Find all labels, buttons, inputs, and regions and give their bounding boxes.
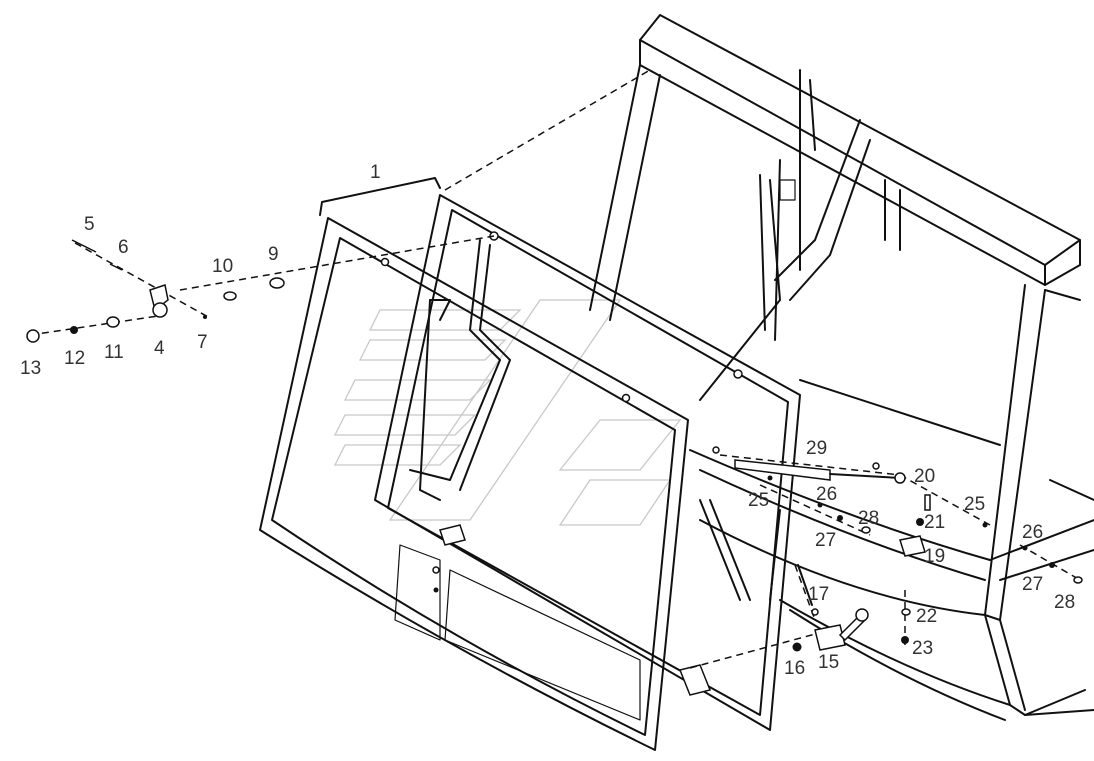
callout-4: 4 [154,338,165,359]
callout-1: 1 [370,162,381,183]
callout-5: 5 [84,214,95,235]
assembly-lines [29,69,1081,669]
callout-28: 28 [1054,592,1075,613]
callout-21: 21 [924,512,945,533]
callout-23: 23 [912,638,933,659]
callout-25: 25 [964,494,985,515]
callout-10: 10 [212,256,233,277]
callout-12: 12 [64,348,85,369]
window-frame [374,179,801,731]
callout-27: 27 [1022,574,1043,595]
watermark-logo [333,299,682,526]
callout-19: 19 [924,546,945,567]
callout-15: 15 [818,652,839,673]
windshield-glass [259,217,743,751]
callout-28: 28 [858,508,879,529]
callout-13: 13 [20,358,41,379]
hardware-parts [26,239,1083,652]
callout-11: 11 [104,342,124,363]
callout-22: 22 [916,606,937,627]
cab-frame [589,14,1094,721]
callout-26: 26 [1022,522,1043,543]
callout-9: 9 [268,244,279,265]
callout-20: 20 [914,466,935,487]
callout-25: 25 [748,490,769,511]
callout-6: 6 [118,237,129,258]
callout-17: 17 [808,584,829,605]
callout-26: 26 [816,484,837,505]
group-bracket [319,177,441,216]
callout-7: 7 [197,332,208,353]
callout-labels: 1 5 6 10 9 4 7 11 12 13 29 20 25 26 28 2… [20,162,1075,679]
callout-16: 16 [784,658,805,679]
callout-29: 29 [806,438,827,459]
callout-27: 27 [815,530,836,551]
